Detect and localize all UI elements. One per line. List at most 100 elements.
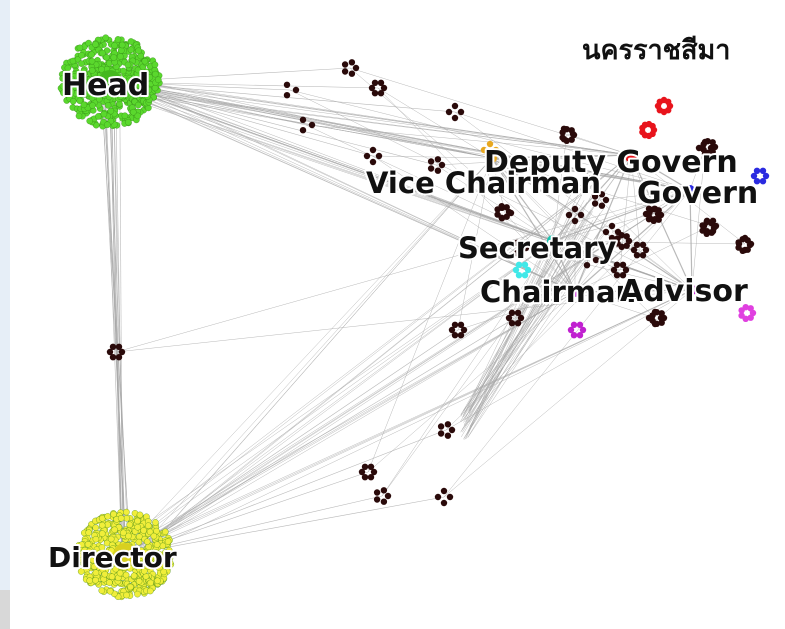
chairman-member-node (515, 261, 523, 268)
edge (460, 237, 567, 417)
head-member-node (88, 57, 96, 65)
member-cluster-node (709, 148, 716, 155)
edge (110, 289, 693, 557)
edge (552, 213, 653, 242)
edge (124, 291, 576, 554)
member-node (444, 432, 452, 439)
head-member-node (64, 83, 72, 91)
member-node (633, 241, 641, 248)
member-node (592, 256, 600, 264)
member-cluster-node (646, 214, 653, 221)
member-cluster-node (658, 310, 665, 317)
member-node (608, 222, 616, 230)
edge (113, 75, 576, 293)
edge (443, 289, 693, 498)
member-node (109, 343, 117, 350)
edge (110, 291, 576, 560)
head-member-node (98, 66, 105, 73)
edge (464, 207, 605, 413)
head-member-node (111, 42, 118, 49)
head-member-node (141, 57, 149, 65)
head-member-node (100, 110, 108, 118)
hub-layer (98, 70, 697, 567)
edge (367, 157, 493, 473)
director-member-node (77, 568, 85, 575)
edge (123, 154, 632, 549)
director-member-node (145, 522, 152, 529)
member-cluster-node (568, 127, 575, 134)
member-node (613, 272, 621, 279)
member-node (608, 234, 616, 242)
director-member-node (98, 515, 106, 522)
edge (113, 79, 123, 546)
director-member-node (92, 524, 99, 531)
edge (467, 259, 588, 438)
member-cluster-node (623, 233, 630, 240)
member-node (283, 92, 291, 99)
advisor-member-node (570, 332, 578, 339)
head-member-node (114, 36, 122, 43)
director-member-node (92, 576, 99, 584)
director-member-node (130, 572, 138, 580)
edge (349, 67, 632, 156)
member-node (639, 252, 647, 259)
member-cluster-node (498, 203, 505, 210)
member-node (363, 152, 371, 160)
edge (463, 219, 597, 418)
member-node (508, 309, 516, 316)
member-node (514, 320, 522, 327)
director-member-node (141, 567, 148, 575)
edge (435, 164, 554, 242)
member-cluster-node (653, 309, 660, 316)
edge (117, 84, 632, 156)
edge (443, 189, 691, 498)
member-node (602, 228, 610, 236)
director-member-node (111, 526, 118, 534)
edge (467, 248, 583, 438)
member-cluster-node (744, 237, 751, 244)
member-node (457, 321, 465, 328)
member-node (384, 492, 392, 500)
edge (457, 157, 493, 331)
member-node (371, 90, 379, 97)
director-member-node (146, 561, 153, 569)
member-node (352, 64, 360, 72)
member-node (380, 498, 388, 505)
head-member-node (76, 97, 84, 105)
member-node (565, 211, 573, 219)
director-member-node (104, 521, 111, 529)
director-member-node (143, 538, 151, 545)
member-node (619, 272, 627, 279)
director-member-node (117, 515, 125, 522)
member-node (610, 266, 618, 274)
director-member-node (98, 587, 106, 594)
member-node (299, 127, 307, 134)
director-member-node (85, 529, 92, 536)
edge (519, 247, 693, 291)
member-node (446, 493, 454, 501)
edge (574, 289, 693, 293)
member-node (367, 474, 375, 481)
edge (463, 225, 605, 423)
edge (491, 154, 632, 159)
edge (372, 155, 576, 293)
member-node (437, 423, 445, 430)
govern-member-node (753, 178, 761, 185)
edge (101, 78, 576, 293)
head-member-node (88, 51, 95, 58)
chairman-member-node (521, 261, 529, 268)
advisor-member-node (742, 304, 749, 311)
director-member-node (91, 563, 98, 570)
label-secretary: Secretary (458, 231, 616, 265)
member-node (348, 70, 356, 77)
member-node (361, 474, 369, 481)
edge (504, 212, 576, 293)
member-cluster-node (744, 246, 751, 253)
member-node (571, 217, 579, 225)
edge (460, 199, 585, 416)
head-member-node (151, 61, 159, 68)
deputy-govern-member-node (665, 98, 672, 106)
member-cluster-node (494, 211, 501, 218)
member-node (642, 246, 650, 254)
